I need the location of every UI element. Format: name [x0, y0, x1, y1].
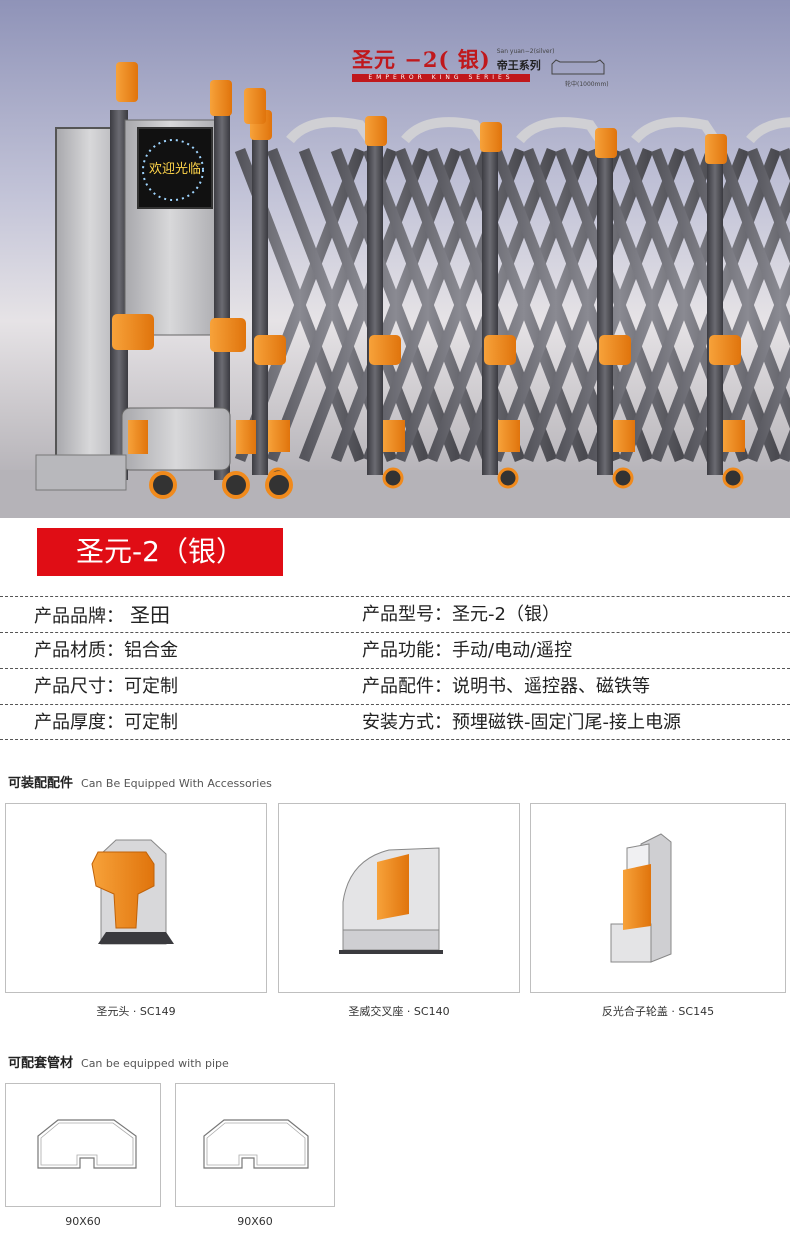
spec-row: 产品厚度：可定制 安装方式：预埋磁铁-固定门尾-接上电源 [0, 704, 790, 740]
accessories-title-en: Can Be Equipped With Accessories [81, 777, 272, 790]
accessory-card-head[interactable] [5, 803, 267, 993]
cross-seat-icon [339, 847, 443, 954]
spec-label: 产品厚度： [34, 712, 124, 733]
lattice-bar [554, 148, 686, 462]
lattice-bar [362, 148, 494, 462]
pipe-profile-icon [37, 1119, 137, 1169]
series-en-banner: EMPEROR KING SERIES [352, 74, 530, 82]
spec-value: 铝合金 [124, 640, 178, 661]
series-cn-name: 帝王系列 [496, 59, 541, 72]
accessory-caption: 反光合子轮盖 · SC145 [601, 1005, 715, 1018]
accessory-caption: 圣元头 · SC149 [96, 1005, 176, 1018]
spec-value-brand: 圣田 [130, 603, 170, 627]
lattice-bar [298, 148, 430, 462]
gate-illustration [0, 59, 790, 518]
top-rail [401, 117, 490, 144]
gate-post [365, 116, 405, 489]
spec-row: 产品尺寸：可定制 产品配件：说明书、遥控器、磁铁等 [0, 668, 790, 704]
pipe-profile-icon [203, 1119, 309, 1169]
spec-table: 产品品牌： 圣田 产品型号：圣元-2（银） 产品材质：铝合金 产品功能：手动/电动… [0, 596, 790, 740]
spec-value: 预埋磁铁-固定门尾-接上电源 [452, 712, 681, 733]
pipes-title-cn: 可配套管材 [8, 1056, 74, 1071]
spec-label: 产品型号： [362, 604, 452, 625]
pipe-card[interactable] [5, 1083, 161, 1207]
spec-label: 产品尺寸： [34, 676, 124, 697]
lattice-bar [522, 148, 654, 462]
lattice-bar [490, 148, 622, 462]
top-rail [516, 117, 605, 144]
series-title: 圣元 −2( 银) [352, 47, 491, 72]
lattice-bar [618, 148, 750, 462]
gate-head-icon [91, 839, 174, 945]
spec-label: 产品配件： [362, 676, 452, 697]
accessory-card-cross-seat[interactable] [278, 803, 520, 993]
accessories-heading: 可装配配件 Can Be Equipped With Accessories [8, 772, 272, 791]
spec-value: 可定制 [124, 712, 178, 733]
pipe-caption: 90X60 [65, 1215, 101, 1228]
gate-post [595, 128, 635, 489]
top-rail [746, 117, 790, 144]
spec-value: 说明书、遥控器、磁铁等 [452, 676, 650, 697]
gate-post [705, 134, 745, 489]
pipe-card[interactable] [175, 1083, 335, 1207]
lattice-bar [394, 148, 526, 462]
spec-value: 可定制 [124, 676, 178, 697]
lattice-bar [746, 346, 790, 462]
profile-dimension-label: 轮中(1000mm) [565, 81, 609, 88]
lattice-bar [746, 148, 790, 264]
top-rail [631, 117, 720, 144]
series-label: 圣元 −2( 银) San yuan−2(silver) 帝王系列 EMPERO… [352, 44, 555, 82]
spec-label: 产品材质： [34, 640, 124, 661]
spec-label: 产品品牌： [34, 606, 124, 627]
spec-row: 产品材质：铝合金 产品功能：手动/电动/遥控 [0, 632, 790, 668]
spec-value: 手动/电动/遥控 [452, 640, 573, 661]
gate-post [480, 122, 520, 489]
spec-label: 安装方式： [362, 712, 452, 733]
pipes-heading: 可配套管材 Can be equipped with pipe [8, 1052, 229, 1071]
welcome-sign-text: 欢迎光临 [148, 162, 201, 177]
series-pinyin: San yuan−2(silver) [496, 48, 555, 55]
wheel-cover-icon [610, 833, 672, 963]
product-title: 圣元-2（银） [37, 528, 283, 576]
accessory-caption: 圣威交叉座 · SC140 [348, 1005, 450, 1018]
top-rail [286, 117, 375, 144]
accessories-title-cn: 可装配配件 [8, 776, 74, 791]
lattice-bar [714, 263, 790, 462]
product-hero-image: 圣元 −2( 银) San yuan−2(silver) 帝王系列 EMPERO… [0, 0, 790, 518]
spec-label: 产品功能： [362, 640, 452, 661]
pipes-title-en: Can be equipped with pipe [81, 1057, 229, 1070]
pipe-caption: 90X60 [237, 1215, 273, 1228]
accessory-card-wheel-cover[interactable] [530, 803, 786, 993]
spec-row: 产品品牌： 圣田 产品型号：圣元-2（银） [0, 596, 790, 632]
spec-value: 圣元-2（银） [452, 604, 560, 625]
lattice-bar [330, 148, 462, 462]
